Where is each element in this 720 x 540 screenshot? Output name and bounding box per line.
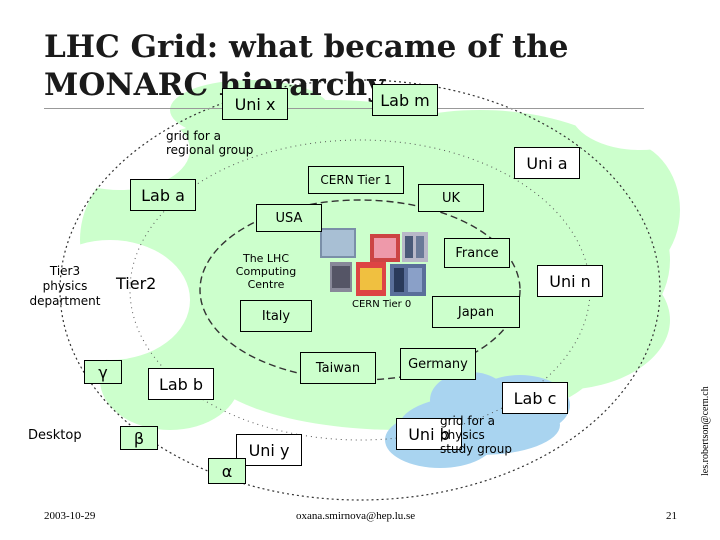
usa-box: USA <box>256 204 322 232</box>
lab-b-box: Lab b <box>148 368 214 400</box>
uni-a-box: Uni a <box>514 147 580 179</box>
outer-tier-ring <box>59 79 661 501</box>
uni-y-box: Uni y <box>236 434 302 466</box>
tier3-label: Tier3 physics department <box>29 264 101 308</box>
slide-title: LHC Grid: what became of the MONARC hier… <box>44 29 569 103</box>
footer-email: oxana.smirnova@hep.lu.se <box>296 510 416 522</box>
uk-box: UK <box>418 184 484 212</box>
title-divider <box>44 108 644 109</box>
regional-group-label: grid for a regional group <box>166 129 254 157</box>
tier2-label: Tier2 <box>116 274 157 293</box>
lab-a-box: Lab a <box>130 179 196 211</box>
cern-tier0-image <box>320 228 428 296</box>
italy-box: Italy <box>240 300 312 332</box>
alpha-box: α <box>208 458 246 484</box>
uni-b-box: Uni b <box>396 418 462 450</box>
side-credit: les.robertson@cern.ch <box>700 386 711 476</box>
france-box: France <box>444 238 510 268</box>
lab-m-box: Lab m <box>372 84 438 116</box>
beta-box: β <box>120 426 158 450</box>
germany-box: Germany <box>400 348 476 380</box>
desktop-label: Desktop <box>28 428 82 443</box>
gamma-box: γ <box>84 360 122 384</box>
lab-c-box: Lab c <box>502 382 568 414</box>
uni-x-box: Uni x <box>222 88 288 120</box>
footer-date: 2003-10-29 <box>44 510 96 522</box>
cern-tier0-label: CERN Tier 0 <box>352 299 412 310</box>
uni-n-box: Uni n <box>537 265 603 297</box>
cloud-gaps <box>30 70 710 360</box>
lhc-centre-label: The LHC Computing Centre <box>235 252 297 291</box>
taiwan-box: Taiwan <box>300 352 376 384</box>
physics-group-label: grid for a physics study group <box>440 414 512 456</box>
cern-tier1-box: CERN Tier 1 <box>308 166 404 194</box>
page-number: 21 <box>666 510 677 522</box>
japan-box: Japan <box>432 296 520 328</box>
